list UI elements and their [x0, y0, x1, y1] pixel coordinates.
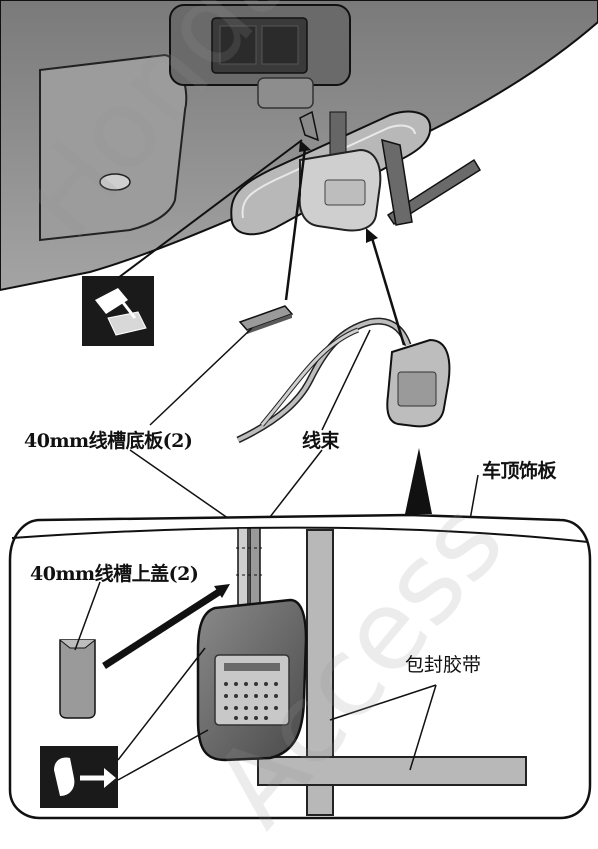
label-base-plate: 40mm线槽底板(2): [24, 430, 193, 452]
diagram-svg: [0, 0, 598, 820]
rear-view-mirror: [230, 110, 482, 236]
wire-channel-base: [238, 305, 294, 334]
roof-panel: [0, 0, 598, 292]
label-cover: 40mm线槽上盖(2): [30, 563, 199, 585]
tape-strip-horizontal: [257, 756, 527, 786]
zoom-pointer: [405, 448, 432, 514]
label-headliner: 车顶饰板: [482, 460, 557, 482]
label-tape: 包封胶带: [405, 654, 482, 676]
label-harness: 线束: [302, 430, 340, 452]
apply-adhesive-icon: [82, 276, 154, 346]
slide-in-hand-icon: [40, 746, 118, 808]
sensor-connector: [386, 338, 451, 428]
wire-channel-cover: [59, 639, 96, 719]
wire-harness: [236, 317, 412, 444]
sensor-unit: [196, 598, 308, 762]
